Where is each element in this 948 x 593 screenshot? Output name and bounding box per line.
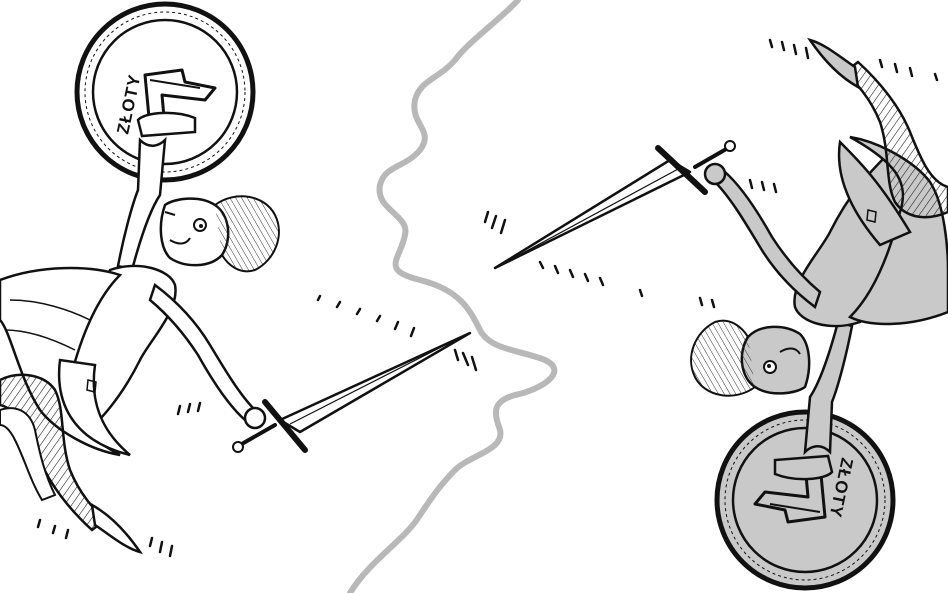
left-sword [232, 331, 472, 453]
left-motion-marks [36, 294, 478, 558]
border-line [347, 0, 558, 593]
right-sword [493, 140, 736, 270]
right-coin-shield: ZŁOTY [714, 409, 896, 591]
right-head [690, 319, 811, 397]
left-figure: ZŁOTY [0, 1, 478, 558]
left-head [159, 195, 280, 273]
left-coin-shield: ZŁOTY [74, 1, 256, 183]
right-motion-marks [483, 38, 939, 309]
right-figure: ZŁOTY [483, 37, 948, 591]
